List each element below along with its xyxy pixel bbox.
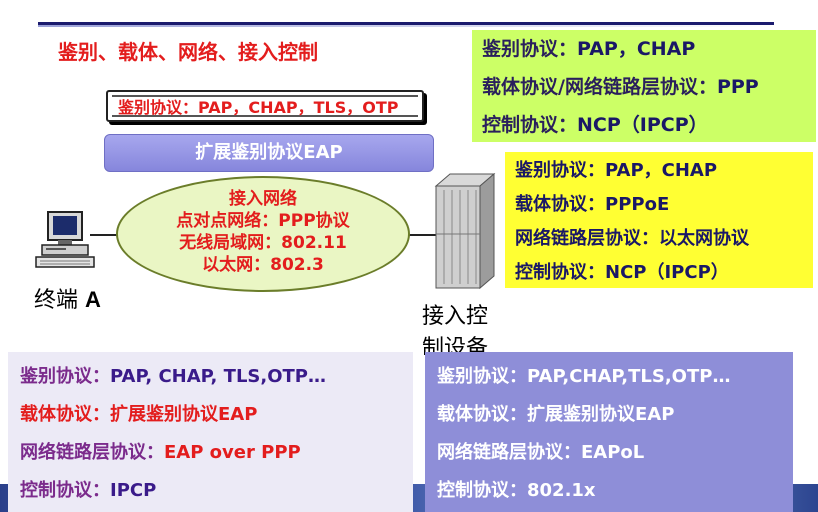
slide-heading: 鉴别、载体、网络、接入控制 [58,40,318,64]
pppoe-link-value: 以太网协议 [659,228,749,249]
terminal-label: 终端 A [34,282,101,314]
pppoe-carrier-row: 载体协议：PPPoE [515,190,669,216]
eapol-carrier-row: 载体协议：扩展鉴别协议EAP [437,400,674,426]
computer-icon [34,210,100,270]
eap-bar: 扩展鉴别协议EAP [104,134,434,172]
pppoe-carrier-value: PPPoE [605,194,670,215]
network-p2p: 点对点网络：PPP协议 [176,211,350,231]
eapol-auth-row: 鉴别协议：PAP,CHAP,TLS,OTP… [437,362,730,388]
pppoe-control-row: 控制协议：NCP（IPCP） [515,258,729,284]
auth-protocol-banner: 鉴别协议：PAP，CHAP，TLS，OTP [106,90,424,122]
eap-ppp-carrier-label: 载体协议： [20,404,110,425]
terminal-label-letter: A [85,287,101,312]
ppp-auth-row: 鉴别协议：PAP，CHAP [482,34,695,61]
top-rule-shadow [38,25,774,27]
server-label-line1: 接入控 [422,304,489,329]
auth-protocol-banner-text: 鉴别协议：PAP，CHAP，TLS，OTP [112,95,418,117]
network-wlan: 无线局域网：802.11 [179,233,347,253]
network-ethernet: 以太网：802.3 [202,255,324,275]
pppoe-auth-value: PAP，CHAP [605,160,718,181]
ppp-auth-value: PAP，CHAP [577,38,696,60]
pppoe-carrier-label: 载体协议： [515,194,605,215]
pppoe-link-label: 网络链路层协议： [515,228,659,249]
terminal-label-cn: 终端 [34,288,79,313]
eapol-carrier-label: 载体协议： [437,404,527,425]
eapol-control-label: 控制协议： [437,480,527,501]
eap-ppp-auth-row: 鉴别协议：PAP, CHAP, TLS,OTP… [20,362,326,388]
ppp-auth-label: 鉴别协议： [482,38,578,60]
eapol-carrier-value: 扩展鉴别协议EAP [527,404,675,425]
eapol-control-value: 802.1x [527,480,596,501]
ppp-control-row: 控制协议：NCP（IPCP） [482,110,708,137]
eap-ppp-control-row: 控制协议：IPCP [20,476,156,502]
pppoe-control-value: NCP（IPCP） [605,262,729,283]
top-rule [38,22,774,25]
eapol-link-label: 网络链路层协议： [437,442,581,463]
pppoe-control-label: 控制协议： [515,262,605,283]
eapol-auth-value: PAP,CHAP,TLS,OTP… [527,366,731,387]
server-icon [428,172,496,290]
eapol-box: 鉴别协议：PAP,CHAP,TLS,OTP… 载体协议：扩展鉴别协议EAP 网络… [425,352,793,512]
ppp-carrier-value: PPP [716,76,759,98]
network-title: 接入网络 [229,189,297,209]
eap-ppp-link-label: 网络链路层协议： [20,442,164,463]
eap-over-ppp-box: 鉴别协议：PAP, CHAP, TLS,OTP… 载体协议：扩展鉴别协议EAP … [8,352,413,512]
ppp-control-value: NCP（IPCP） [577,114,708,136]
pppoe-auth-row: 鉴别协议：PAP，CHAP [515,156,717,182]
ppp-carrier-label: 载体协议/网络链路层协议： [482,76,717,98]
eap-ppp-auth-value: PAP, CHAP, TLS,OTP… [110,366,326,387]
eap-ppp-control-label: 控制协议： [20,480,110,501]
eap-ppp-link-value: EAP over PPP [164,442,301,463]
eapol-link-row: 网络链路层协议：EAPoL [437,438,644,464]
eap-ppp-auth-label: 鉴别协议： [20,366,110,387]
eapol-link-value: EAPoL [581,442,645,463]
eap-ppp-control-value: IPCP [110,480,157,501]
eapol-auth-label: 鉴别协议： [437,366,527,387]
eap-ppp-carrier-row: 载体协议：扩展鉴别协议EAP [20,400,257,426]
ppp-protocol-box: 鉴别协议：PAP，CHAP 载体协议/网络链路层协议：PPP 控制协议：NCP（… [472,30,816,142]
ppp-carrier-row: 载体协议/网络链路层协议：PPP [482,72,759,99]
pppoe-auth-label: 鉴别协议： [515,160,605,181]
eap-ppp-link-row: 网络链路层协议：EAP over PPP [20,438,301,464]
pppoe-link-row: 网络链路层协议：以太网协议 [515,224,749,250]
ppp-control-label: 控制协议： [482,114,578,136]
pppoe-protocol-box: 鉴别协议：PAP，CHAP 载体协议：PPPoE 网络链路层协议：以太网协议 控… [505,152,813,288]
eapol-control-row: 控制协议：802.1x [437,476,596,502]
access-network-ellipse [116,176,410,292]
eap-ppp-carrier-value: 扩展鉴别协议EAP [110,404,258,425]
